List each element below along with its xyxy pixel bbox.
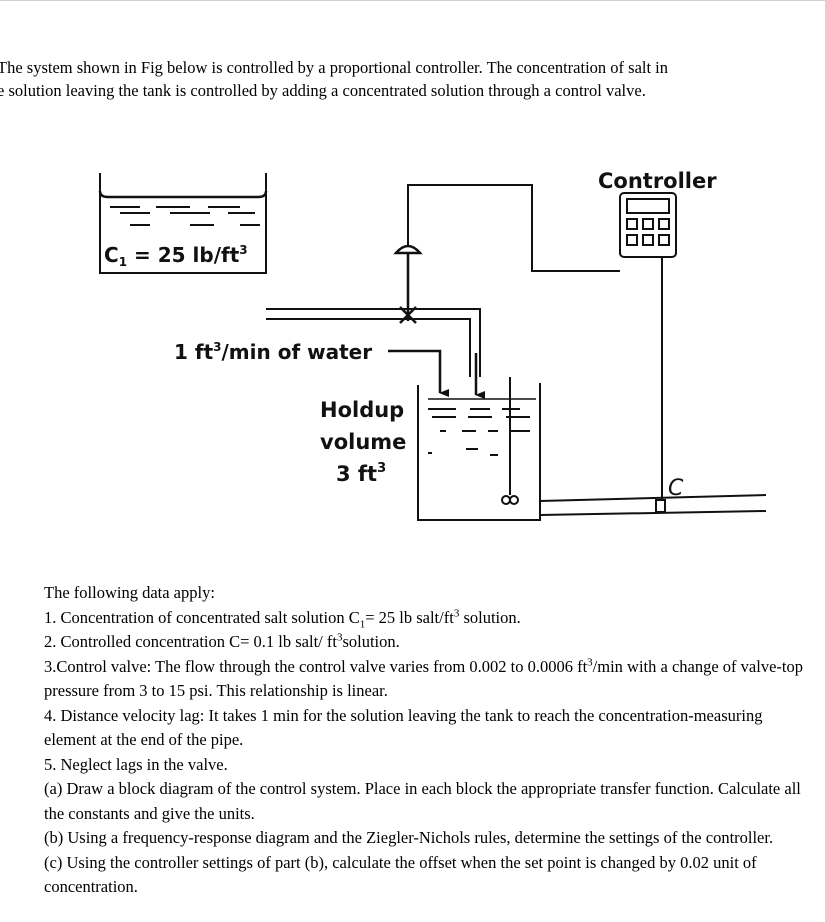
control-valve [393,244,423,324]
data-item-4: 4. Distance velocity lag: It takes 1 min… [44,705,763,750]
top-border [0,0,825,1]
data-item-2: 2. Controlled concentration C= 0.1 lb sa… [44,631,400,651]
process-diagram: C1 = 25 lb/ft3 Controller 1 ft3/min of w… [98,169,767,521]
c1-label-sub: 1 [119,255,127,269]
holdup-sup: 3 [377,461,386,476]
data-item-5: 5. Neglect lags in the valve. [44,754,228,774]
holdup-line-1: Holdup [320,398,404,422]
c1-label-value: = 25 lb/ft [127,243,240,267]
holdup-line-3: 3 ft [336,462,377,486]
holdup-line-2: volume [320,430,406,454]
agitator [501,377,519,505]
svg-text:1 ft3/min of water: 1 ft3/min of water [174,340,372,364]
problem-intro: The system shown in Fig below is control… [0,56,797,102]
question-b: (b) Using a frequency-response diagram a… [44,828,774,847]
data-item-1: 1. Concentration of concentrated salt so… [44,607,521,630]
c1-label: C [104,243,119,267]
question-a: (a) Draw a block diagram of the control … [44,779,801,823]
water-label-sup: 3 [213,340,221,354]
svg-text:C1 = 25 lb/ft3: C1 = 25 lb/ft3 [104,243,248,269]
water-arrow [388,349,449,397]
controller-label: Controller [598,169,717,193]
measurement-line [655,257,666,513]
question-c: (c) Using the controller settings of par… [44,852,757,897]
water-label: 1 ft [174,340,214,364]
water-label-rest: /min of water [222,340,373,364]
c1-label-sup: 3 [239,243,247,257]
outlet-pipe [539,494,767,516]
data-item-3: 3.Control valve: The flow through the co… [44,656,803,701]
c-label: C [668,476,684,501]
data-section: The following data apply: 1. Concentrati… [44,581,804,900]
controller-box [619,192,677,258]
svg-text:Holdup volume 3 ft3: Holdup volume 3 ft3 [320,398,414,486]
mixing-tank [417,383,541,521]
concentrate-tank [98,173,268,274]
controller-signal-line [407,184,620,272]
intro-line-1: The system shown in Fig below is control… [0,58,669,77]
data-heading: The following data apply: [44,583,215,602]
intro-line-2: e solution leaving the tank is controlle… [0,81,646,100]
